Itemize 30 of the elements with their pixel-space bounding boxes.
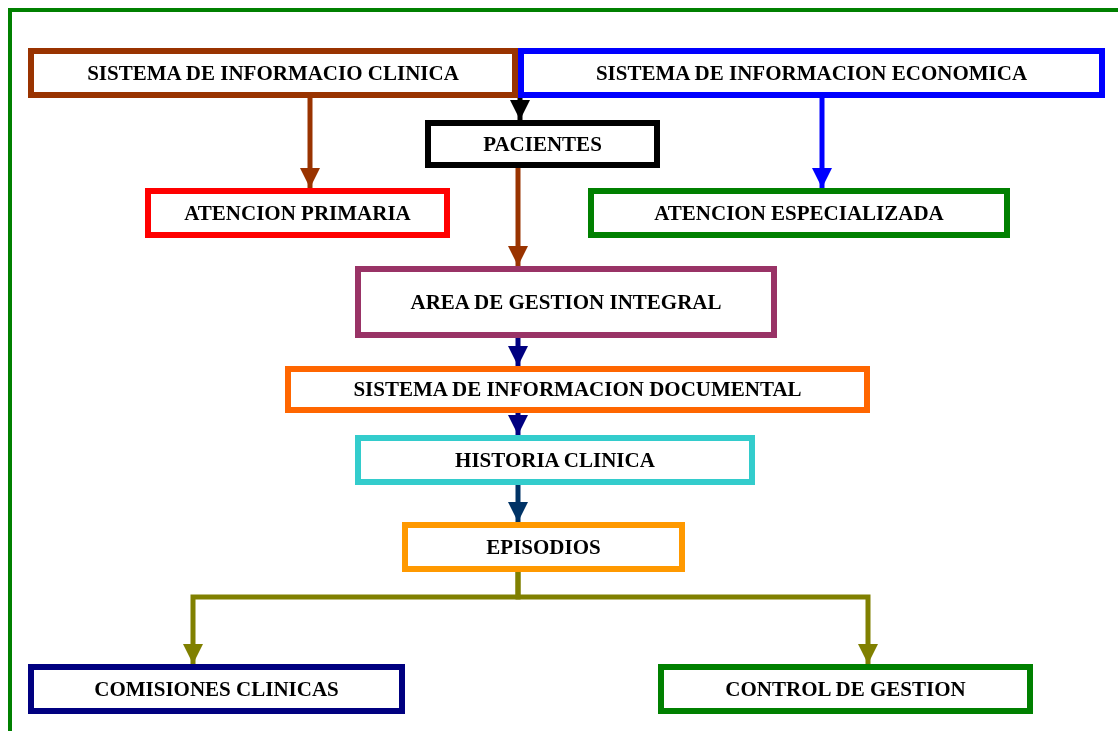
box-label: AREA DE GESTION INTEGRAL (410, 288, 722, 316)
arrow (508, 168, 528, 266)
process-box (28, 48, 518, 98)
box-label: ATENCION ESPECIALIZADA (654, 199, 944, 227)
arrow (515, 572, 878, 664)
box-label: COMISIONES CLINICAS (94, 675, 339, 703)
arrow (812, 98, 832, 188)
box-label: EPISODIOS (486, 533, 601, 561)
box-label: SISTEMA DE INFORMACION ECONOMICA (595, 59, 1028, 87)
arrow (508, 413, 528, 435)
process-box (355, 435, 755, 485)
box-label: CONTROL DE GESTION (725, 675, 966, 703)
box-label: ATENCION PRIMARIA (184, 199, 411, 227)
process-box (402, 522, 685, 572)
process-box (518, 48, 1105, 98)
box-label: SISTEMA DE INFORMACIO CLINICA (87, 59, 459, 87)
arrow (508, 485, 528, 522)
arrow (510, 98, 530, 120)
process-box (588, 188, 1010, 238)
box-label: PACIENTES (483, 130, 602, 158)
box-label: SISTEMA DE INFORMACION DOCUMENTAL (353, 376, 802, 403)
arrow (508, 338, 528, 366)
process-box (658, 664, 1033, 714)
box-label: HISTORIA CLINICA (455, 446, 655, 474)
process-box (355, 266, 777, 338)
process-box (145, 188, 450, 238)
process-box (28, 664, 405, 714)
process-box (285, 366, 870, 413)
arrow (300, 98, 320, 188)
process-box (425, 120, 660, 168)
